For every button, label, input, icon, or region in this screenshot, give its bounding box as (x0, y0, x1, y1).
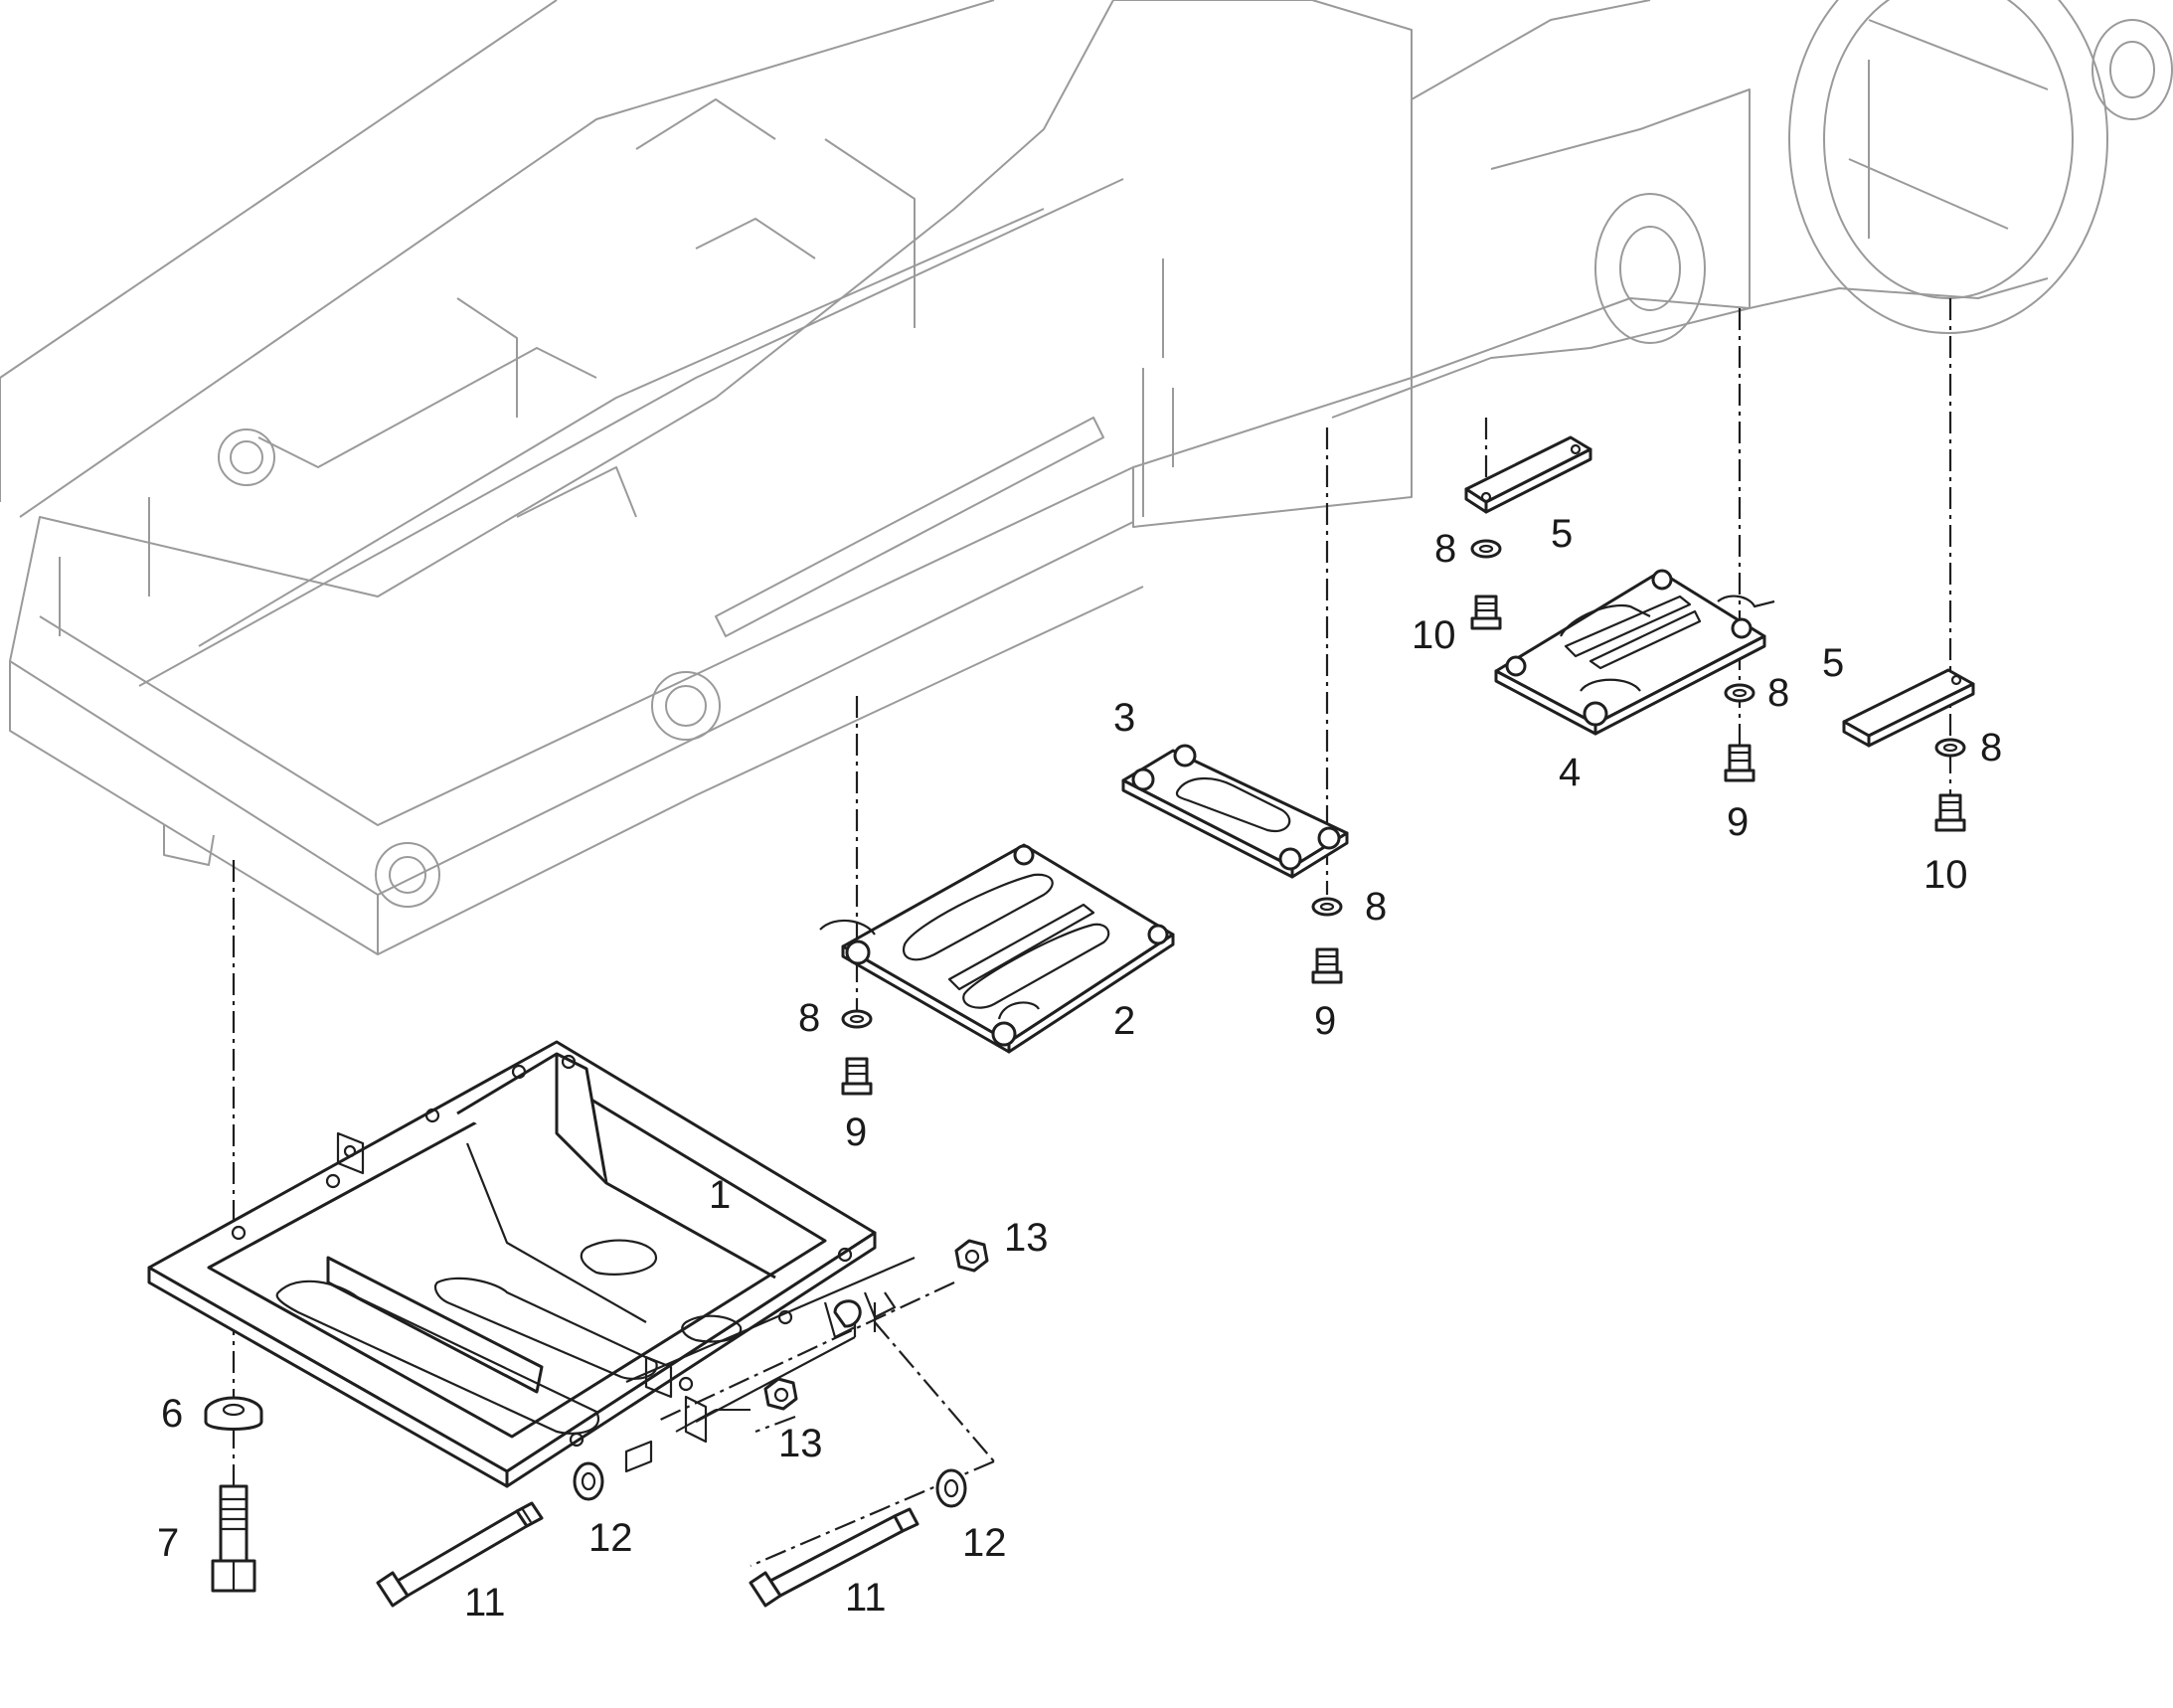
callout-13-lower: 13 (778, 1422, 823, 1465)
bolt-9-c (1724, 744, 1755, 782)
callout-12-right: 12 (962, 1521, 1007, 1565)
callout-4: 4 (1559, 751, 1581, 794)
callout-2: 2 (1113, 999, 1135, 1043)
nut-13-b (763, 1377, 798, 1411)
callout-8-shim: 8 (1434, 527, 1456, 571)
callout-9-plate3: 9 (1314, 999, 1336, 1043)
callout-5-right: 5 (1822, 641, 1844, 685)
bolt-9-a (841, 1057, 873, 1096)
callout-5-upper: 5 (1551, 512, 1573, 556)
bolt-10-b (1934, 793, 1966, 832)
callout-3: 3 (1113, 696, 1135, 740)
callout-10-right: 10 (1923, 853, 1968, 897)
callout-7: 7 (157, 1521, 179, 1565)
part-4-plate (1494, 569, 1775, 736)
long-bolt-11-a (376, 1501, 544, 1608)
washer-6 (204, 1396, 263, 1431)
nut-13-a (954, 1239, 989, 1273)
part-1-subframe (147, 1040, 916, 1488)
washer-12-b (935, 1468, 967, 1508)
part-5-shim-right (1842, 668, 1975, 748)
callout-10-upper: 10 (1412, 613, 1456, 657)
callout-1: 1 (709, 1173, 731, 1217)
washer-8-c (1470, 539, 1502, 559)
bolt-9-b (1311, 947, 1343, 984)
part-5-shim-upper (1464, 435, 1592, 514)
washer-8-a (841, 1009, 873, 1029)
callout-12-left: 12 (588, 1516, 633, 1560)
washer-12-a (573, 1461, 604, 1501)
part-2-plate (819, 843, 1175, 1054)
callout-8-right: 8 (1980, 726, 2002, 769)
callout-leaders (675, 1409, 751, 1433)
callout-11-right: 11 (845, 1576, 887, 1620)
callout-11-left: 11 (464, 1581, 506, 1624)
long-bolt-11-b (749, 1507, 919, 1608)
callout-labels: 1 2 3 4 5 5 6 7 8 8 8 8 8 9 9 9 10 10 11… (157, 512, 2002, 1624)
part-3-ring-plate (1121, 744, 1349, 879)
callout-6: 6 (161, 1392, 183, 1436)
washer-8-d (1724, 683, 1755, 703)
callout-9-plate4: 9 (1727, 800, 1749, 844)
callout-13-upper: 13 (1004, 1216, 1049, 1260)
callout-8-plate4: 8 (1767, 671, 1789, 715)
bolt-7 (211, 1484, 256, 1593)
bolt-10-a (1470, 595, 1502, 630)
callout-8-plate3: 8 (1365, 885, 1387, 929)
machine-frame (0, 0, 2173, 955)
callout-8-plate2: 8 (798, 996, 820, 1040)
washer-8-b (1311, 897, 1343, 917)
washer-8-e (1934, 738, 1966, 758)
callout-9-plate2: 9 (845, 1110, 867, 1154)
